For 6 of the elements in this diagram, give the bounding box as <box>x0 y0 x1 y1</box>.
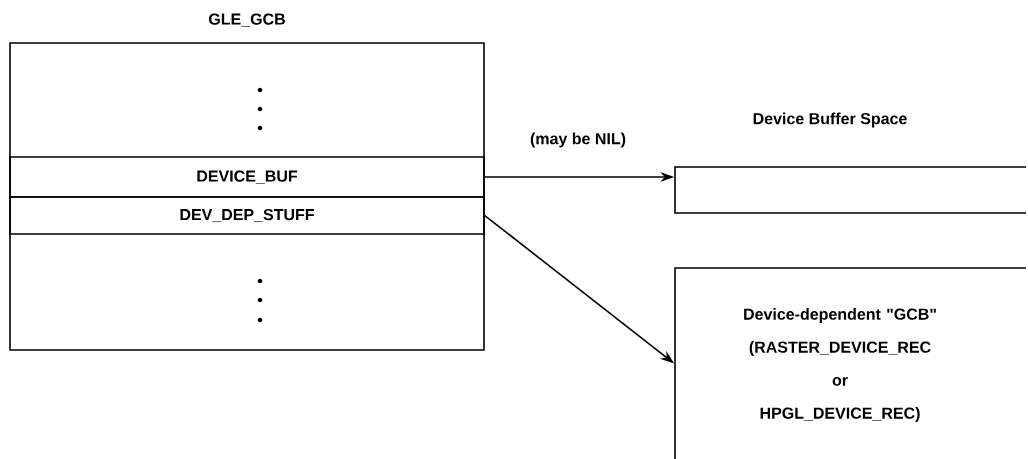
edge-label: (may be NIL) <box>530 132 626 148</box>
box-title: GLE_GCB <box>209 13 285 27</box>
box-text: Device-dependent "GCB" (RASTER_DEVICE_REC or HPGL_DEVICE_REC) <box>744 308 936 422</box>
box-title: Device Buffer Space <box>753 112 907 128</box>
field-row: DEVICE_BUF <box>9 156 485 198</box>
field-row: DEV_DEP_STUFF <box>9 196 485 235</box>
